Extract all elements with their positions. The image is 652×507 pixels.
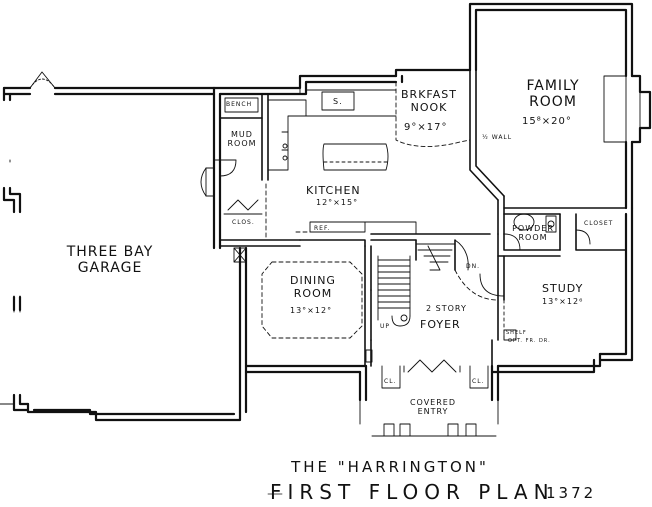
kitchen-label: KITCHEN [306, 184, 361, 197]
exterior-walls [2, 2, 652, 422]
family-room-dims: 15⁸×20° [522, 116, 572, 127]
garage-label: THREE BAY GARAGE [50, 244, 170, 276]
family-room-name-2: ROOM [529, 94, 577, 110]
covered-entry-name-1: COVERED [409, 398, 457, 407]
breakfast-nook-dims: 9°×17° [404, 122, 448, 133]
dining-room-name-2: ROOM [293, 287, 333, 300]
clos-label: CLOS. [232, 219, 255, 226]
foyer-line2: FOYER [420, 318, 461, 331]
shelf-label: SHELF [506, 330, 527, 336]
closet-left-label: CL. [384, 378, 397, 385]
breakfast-nook-name-2: NOOK [410, 101, 448, 114]
down-label: DN. [466, 263, 481, 270]
family-room-label: FAMILY ROOM [508, 78, 598, 110]
plan-title: THE "HARRINGTON" [291, 458, 489, 476]
study-dims: 13°×12⁶ [542, 297, 584, 306]
dining-room-dims: 13°×12° [290, 306, 333, 315]
plan-subtitle: FIRST FLOOR PLAN [270, 480, 555, 504]
breakfast-nook-label: BRKFAST NOOK [394, 88, 464, 114]
covered-entry-label: COVERED ENTRY [398, 398, 468, 416]
kitchen-dims: 12°×15° [316, 198, 359, 207]
closet-label: CLOSET [584, 220, 614, 227]
breakfast-nook-name-1: BRKFAST [401, 88, 457, 101]
powder-room-name-2: ROOM [518, 233, 548, 242]
dining-room-label: DINING ROOM [276, 274, 350, 300]
mud-room-label: MUD ROOM [220, 130, 264, 148]
powder-room-name-1: POWDER [512, 224, 554, 233]
dining-room-name-1: DINING [290, 274, 336, 287]
garage-name-1: THREE BAY [66, 244, 154, 260]
refrigerator-label: REF. [314, 225, 331, 232]
interior-walls [219, 69, 627, 367]
plan-number: 1372 [546, 484, 597, 502]
stair-treads [377, 239, 469, 327]
mud-room-name-2: ROOM [227, 139, 257, 148]
half-wall-label: ½ WALL [482, 134, 513, 141]
up-label: UP [380, 323, 391, 330]
covered-entry-name-2: ENTRY [417, 407, 449, 416]
opt-label: OPT. FR. DR. [508, 338, 551, 344]
bench-label: BENCH [226, 101, 253, 108]
mud-room-name-1: MUD [231, 130, 253, 139]
fixtures [0, 9, 641, 437]
powder-room-label: POWDER ROOM [508, 224, 558, 242]
sink-label: S. [333, 97, 343, 106]
study-label: STUDY [542, 282, 584, 295]
family-room-name-1: FAMILY [526, 78, 580, 94]
closet-right-label: CL. [472, 378, 485, 385]
garage-name-2: GARAGE [77, 260, 143, 276]
foyer-line1: 2 STORY [426, 304, 467, 313]
